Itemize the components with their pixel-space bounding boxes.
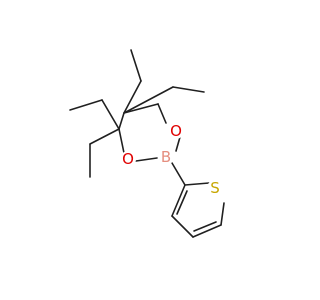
ethyl-group-left-upper [69, 99, 120, 130]
ethyl-group-top-left [123, 49, 142, 114]
atom-label-boron: B [158, 148, 174, 166]
bond [176, 190, 188, 215]
bond [123, 86, 174, 114]
bond [135, 157, 158, 162]
atom-label-background [207, 180, 223, 196]
bond [171, 184, 186, 217]
bond [193, 221, 217, 232]
atom-label-oxygen-lower: O [120, 150, 136, 168]
bond [171, 215, 194, 238]
bond [157, 103, 167, 124]
atom-label-background [158, 149, 174, 165]
bond [192, 224, 222, 238]
bond [184, 182, 210, 186]
bond [130, 49, 142, 82]
boron-atom-label: B [161, 148, 171, 166]
oxygen-atom-label: O [170, 122, 182, 140]
bond [123, 103, 159, 114]
dioxaborolane-ring [118, 103, 181, 162]
ethyl-group-left-lower [89, 128, 120, 178]
bond [89, 128, 120, 145]
oxygen-atom-label: O [122, 150, 134, 168]
atom-label-oxygen-upper: O [168, 122, 184, 140]
bond [220, 202, 225, 226]
thiophene-ring [171, 182, 225, 238]
bond [172, 86, 205, 93]
bond [101, 99, 120, 130]
sulfur-atom-label: S [210, 179, 220, 197]
bond [69, 99, 103, 111]
atom-label-background [168, 123, 184, 139]
atom-label-background [120, 151, 136, 167]
thiophene-boronate-ester-structure: O O B S [69, 49, 225, 238]
bond [175, 136, 181, 152]
bond [123, 80, 142, 114]
boron-thiophene-bond [171, 162, 186, 186]
ethyl-group-top-right [123, 86, 205, 114]
bond [118, 112, 125, 130]
atom-label-sulfur: S [207, 179, 223, 197]
bond [118, 128, 125, 154]
